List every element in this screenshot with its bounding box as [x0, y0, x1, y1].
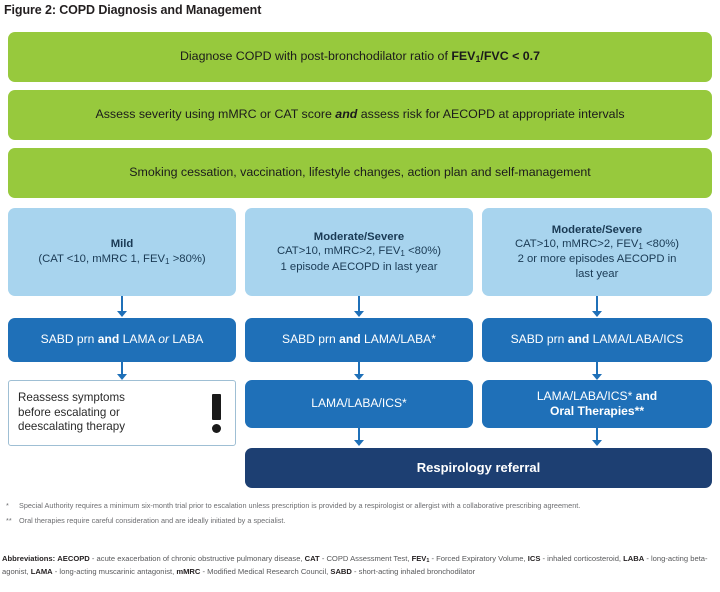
reassess-text-block: Reassess symptoms before escalating or d… — [9, 391, 171, 435]
page-title: Figure 2: COPD Diagnosis and Management — [4, 3, 262, 17]
severity-box-moderate-severe-1: Moderate/Severe CAT>10, mMRC>2, FEV1 <80… — [245, 208, 473, 296]
reassess-box: Reassess symptoms before escalating or d… — [8, 380, 236, 446]
abbreviations-block: Abbreviations: AECOPD - acute exacerbati… — [2, 553, 718, 577]
severity-heading-moderate-severe-1: Moderate/Severe — [313, 230, 405, 243]
reassess-line-2: before escalating or — [18, 405, 120, 419]
treatment-mod2-second-line1: LAMA/LABA/ICS* and — [536, 388, 658, 403]
footnote-single-asterisk: * Special Authority requires a minimum s… — [6, 500, 712, 512]
connector-mod1-to-referral — [358, 428, 360, 441]
exclamation-bar — [212, 394, 221, 420]
arrowhead-mod2-to-treatment — [592, 311, 602, 317]
severity-criteria-moderate-severe-1: CAT>10, mMRC>2, FEV1 <80%) — [276, 245, 442, 259]
treatment-box-mild-first-line: SABD prn and LAMA or LABA — [8, 318, 236, 362]
connector-mod2-to-treatment — [596, 296, 598, 312]
severity-box-mild: Mild (CAT <10, mMRC 1, FEV1 >80%) — [8, 208, 236, 296]
footnotes: * Special Authority requires a minimum s… — [6, 500, 712, 529]
treatment-mod1-text: SABD prn and LAMA/LABA* — [282, 332, 436, 347]
treatment-mod2-text: SABD prn and LAMA/LABA/ICS — [510, 332, 684, 347]
exclamation-dot — [212, 424, 221, 433]
treatment-mild-text: SABD prn and LAMA or LABA — [40, 332, 204, 347]
severity-heading-moderate-severe-2: Moderate/Severe — [551, 223, 643, 236]
footnote-text-single: Special Authority requires a minimum six… — [19, 501, 581, 510]
footnote-double-asterisk: ** Oral therapies require careful consid… — [6, 515, 712, 527]
connector-mod2-to-referral — [596, 428, 598, 441]
severity-box-moderate-severe-2: Moderate/Severe CAT>10, mMRC>2, FEV1 <80… — [482, 208, 712, 296]
treatment-box-mod2-first-line: SABD prn and LAMA/LABA/ICS — [482, 318, 712, 362]
severity-heading-mild: Mild — [110, 238, 134, 251]
step-diagnose-box: Diagnose COPD with post-bronchodilator r… — [8, 32, 712, 82]
connector-mild-to-reassess — [121, 362, 123, 375]
arrowhead-mod2-to-second — [592, 374, 602, 380]
assess-and-emphasis: and — [335, 107, 358, 122]
treatment-mod2-second-line2: Oral Therapies** — [549, 404, 645, 418]
step-lifestyle-box: Smoking cessation, vaccination, lifestyl… — [8, 148, 712, 198]
respirology-referral-text: Respirology referral — [416, 459, 541, 475]
fev1-fvc-bold: FEV1/FVC < 0.7 — [451, 48, 540, 64]
footnote-text-double: Oral therapies require careful considera… — [19, 515, 286, 525]
footnote-mark-single: * — [6, 501, 9, 510]
arrowhead-mod2-to-referral — [592, 440, 602, 446]
arrowhead-mild-to-treatment — [117, 311, 127, 317]
step-diagnose-text: Diagnose COPD with post-bronchodilator r… — [179, 48, 540, 64]
abbreviations-list: AECOPD - acute exacerbation of chronic o… — [2, 554, 708, 576]
arrowhead-mod1-to-referral — [354, 440, 364, 446]
step-lifestyle-text: Smoking cessation, vaccination, lifestyl… — [129, 165, 591, 180]
arrowhead-mod1-to-second — [354, 374, 364, 380]
connector-mod1-to-treatment — [358, 296, 360, 312]
arrowhead-mild-to-reassess — [117, 374, 127, 380]
reassess-line-1: Reassess symptoms — [18, 390, 125, 404]
treatment-box-mod2-second-line: LAMA/LABA/ICS* and Oral Therapies** — [482, 380, 712, 428]
connector-mod2-to-second — [596, 362, 598, 375]
severity-episodes-moderate-severe-2-line2: last year — [575, 267, 619, 280]
severity-criteria-moderate-severe-2: CAT>10, mMRC>2, FEV1 <80%) — [514, 238, 680, 251]
footnote-mark-double: ** — [6, 515, 12, 525]
step-assess-text: Assess severity using mMRC or CAT score … — [95, 107, 625, 122]
treatment-box-mod1-first-line: SABD prn and LAMA/LABA* — [245, 318, 473, 362]
severity-episodes-moderate-severe-2-line1: 2 or more episodes AECOPD in — [517, 253, 677, 266]
treatment-mod1-second-text: LAMA/LABA/ICS* — [311, 396, 407, 411]
connector-mild-to-treatment — [121, 296, 123, 312]
exclamation-icon — [212, 394, 221, 433]
abbreviations-label: Abbreviations: — [2, 554, 56, 563]
reassess-line-3: deescalating therapy — [18, 420, 125, 434]
severity-episodes-moderate-severe-1: 1 episode AECOPD in last year — [280, 260, 438, 273]
step-assess-box: Assess severity using mMRC or CAT score … — [8, 90, 712, 140]
severity-criteria-mild: (CAT <10, mMRC 1, FEV1 >80%) — [38, 252, 206, 266]
connector-mod1-to-second — [358, 362, 360, 375]
respirology-referral-box: Respirology referral — [245, 448, 712, 488]
arrowhead-mod1-to-treatment — [354, 311, 364, 317]
treatment-box-mod1-second-line: LAMA/LABA/ICS* — [245, 380, 473, 428]
